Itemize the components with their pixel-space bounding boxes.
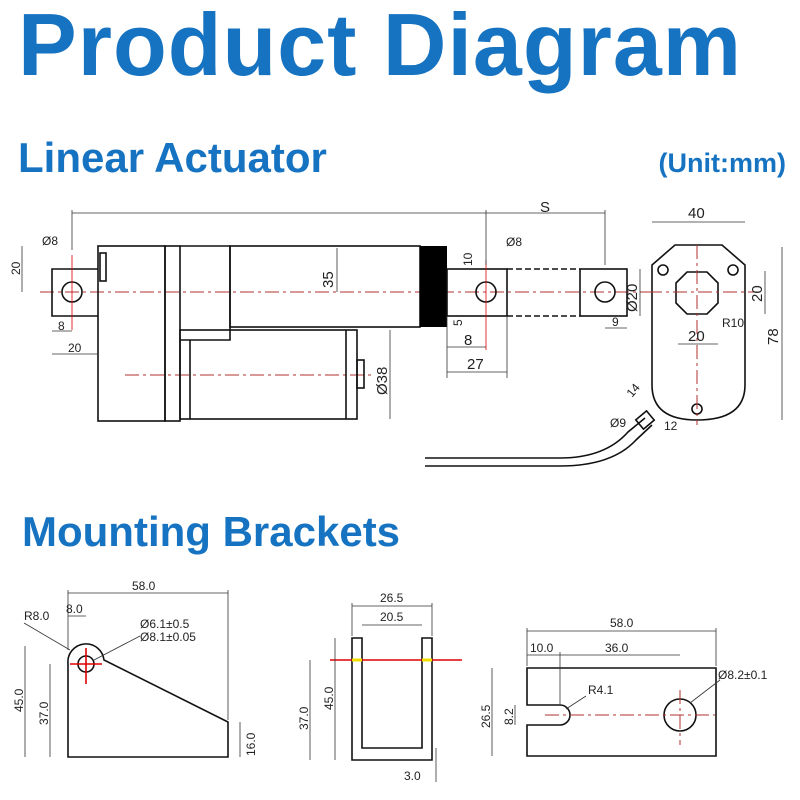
unit-label: (Unit:mm) [658,148,786,178]
dim-hole-rod: Ø8 [506,235,522,249]
b2-dim-w265: 26.5 [380,591,404,605]
dim-d9: Ø9 [610,416,626,430]
bracket-1-drawing: 58.0 8.0 R8.0 Ø6.1±0.5 Ø8.1±0.05 45.0 37… [12,579,258,758]
actuator-side-view: S 20 Ø8 8 20 35 Ø38 Ø8 10 5 8 27 Ø20 9 [9,199,650,422]
dim-w27: 27 [467,356,484,373]
b3-dim-w36: 36.0 [605,641,629,655]
dim-l12: 12 [664,419,678,433]
b3-dim-d82: Ø8.2±0.1 [718,668,768,682]
b1-dim-d81: Ø8.1±0.05 [140,630,196,644]
dim-h10: 10 [461,252,475,266]
dim-h20: 20 [9,261,23,275]
b2-dim-t3: 3.0 [404,769,421,783]
dim-d38: Ø38 [374,367,391,395]
b3-dim-h265: 26.5 [479,704,493,728]
bracket-3-drawing: 58.0 10.0 36.0 Ø8.2±0.1 R4.1 26.5 8.2 [479,616,768,757]
b3-dim-r41: R4.1 [588,683,614,697]
b1-dim-h45: 45.0 [12,688,26,712]
dim-w9: 9 [612,315,619,329]
b1-dim-r8: R8.0 [24,609,50,623]
dim-h20-end: 20 [749,285,766,302]
page-title: Product Diagram [18,0,743,94]
dim-35: 35 [320,271,337,288]
dim-d20: Ø20 [624,284,641,312]
b1-dim-d61: Ø6.1±0.5 [140,617,190,631]
bracket-2-drawing: 26.5 20.5 37.0 45.0 3.0 [297,591,462,783]
dim-stroke: S [540,199,550,216]
b3-dim-w10: 10.0 [530,641,554,655]
b3-dim-w58: 58.0 [610,616,634,630]
b2-dim-h37: 37.0 [297,706,311,730]
b3-dim-h82: 8.2 [502,708,516,725]
b1-dim-w58: 58.0 [132,579,156,593]
b1-dim-w8: 8.0 [66,602,83,616]
b1-dim-h37: 37.0 [37,701,51,725]
dim-w20-end: 20 [688,328,705,345]
section-title-mounting-brackets: Mounting Brackets [22,508,401,555]
dim-h78: 78 [765,328,782,345]
section-title-linear-actuator: Linear Actuator [18,134,327,181]
dim-w40: 40 [688,205,705,222]
dim-w20: 20 [68,341,82,355]
dim-w8: 8 [58,319,65,333]
b2-dim-h45: 45.0 [322,686,336,710]
actuator-end-view: 40 20 R10 20 78 14 Ø9 12 [425,205,783,467]
b1-dim-h16: 16.0 [244,732,258,756]
dim-l14: 14 [624,380,644,399]
dim-r10: R10 [722,316,744,330]
dim-w8-rod: 8 [464,332,472,349]
b2-dim-w205: 20.5 [380,610,404,624]
dim-h5: 5 [451,319,465,326]
dim-hole-left: Ø8 [42,234,58,248]
